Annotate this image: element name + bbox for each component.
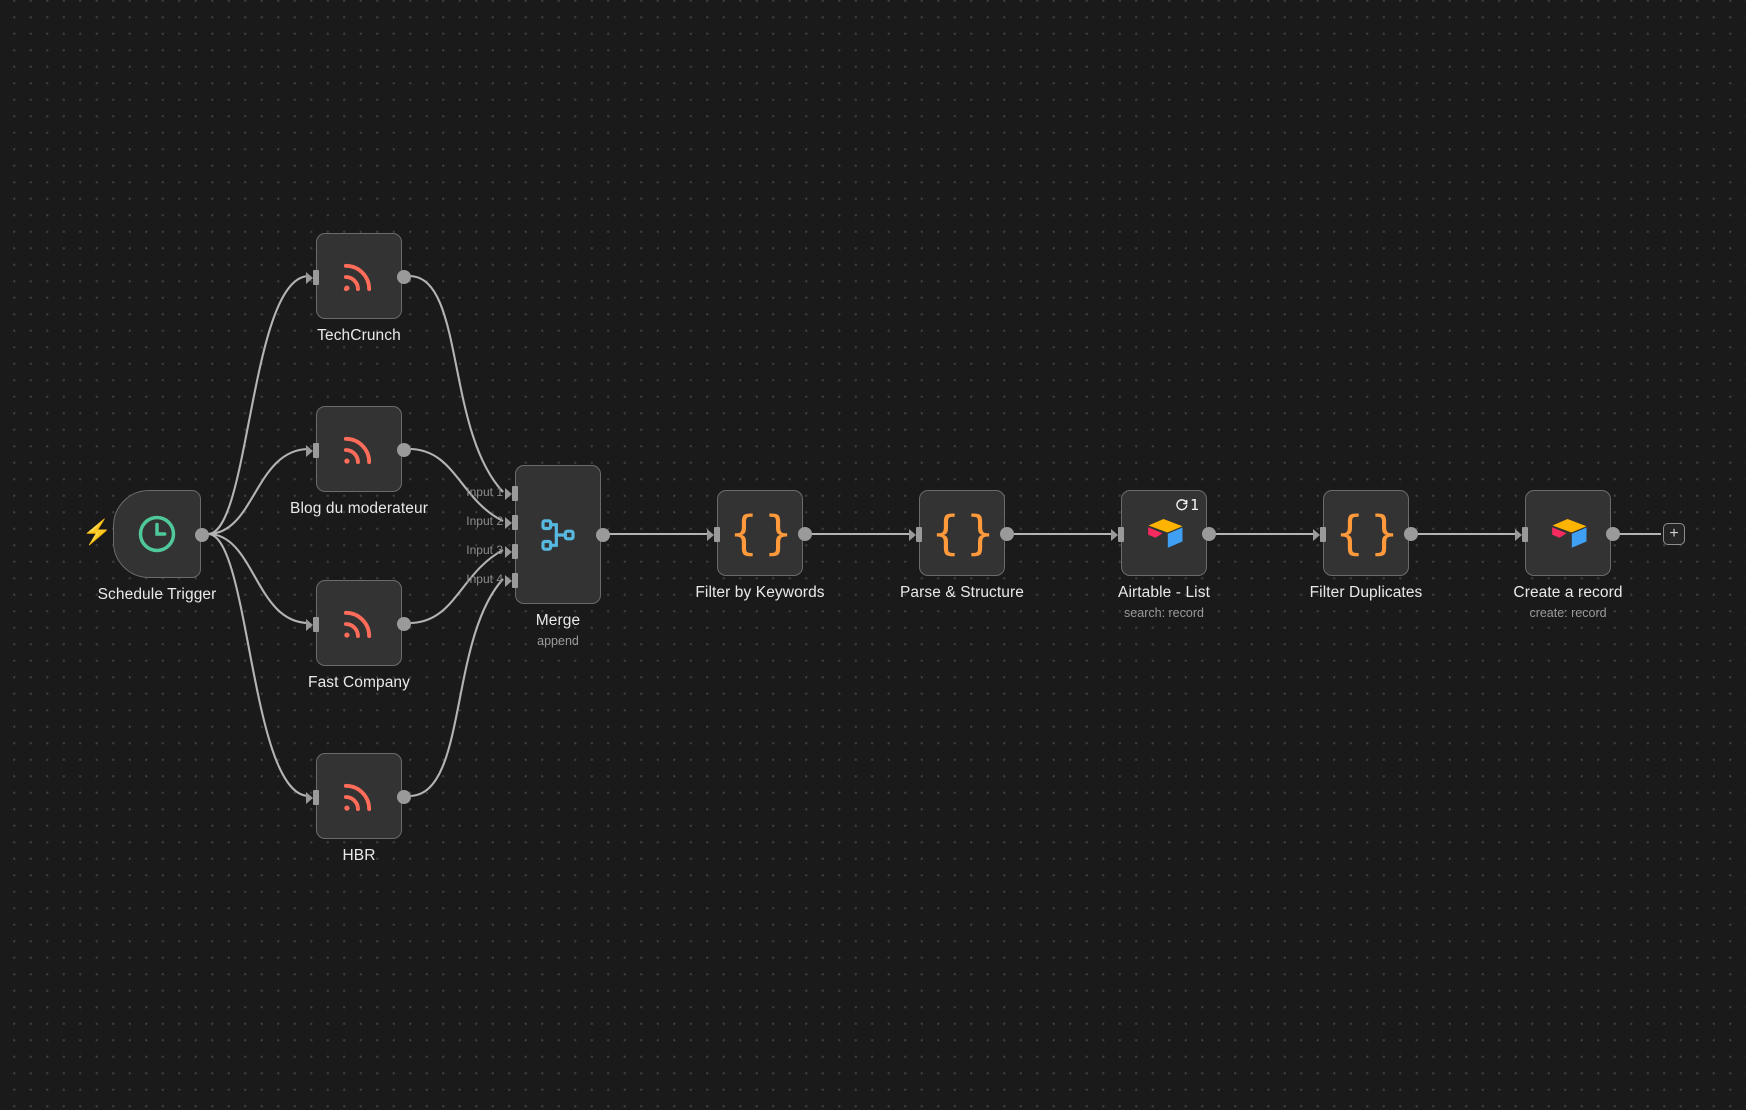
rss-icon	[317, 407, 401, 491]
output-port-create-a-record[interactable]	[1606, 527, 1620, 541]
input-port-create-a-record[interactable]	[1515, 527, 1528, 542]
airtable-icon	[1122, 491, 1206, 575]
airtable-icon	[1526, 491, 1610, 575]
input-port-airtable-list[interactable]	[1111, 527, 1124, 542]
output-port-merge[interactable]	[596, 528, 610, 542]
node-blog-du-moderateur[interactable]	[306, 406, 411, 492]
retry-icon	[1176, 498, 1188, 510]
input-port-techcrunch[interactable]	[306, 270, 319, 285]
merge-input-label-1: Input 1	[466, 485, 503, 499]
input-port-filter-by-keywords[interactable]	[707, 527, 720, 542]
code-braces-icon: { }	[1335, 506, 1399, 560]
input-port-merge-1[interactable]	[505, 486, 518, 501]
node-label-parse-and-structure: Parse & Structure	[899, 584, 1025, 601]
input-port-merge-4[interactable]	[505, 573, 518, 588]
trigger-lightning-icon: ⚡	[82, 519, 112, 546]
merge-input-label-4: Input 4	[466, 572, 503, 586]
output-port-schedule-trigger[interactable]	[195, 528, 209, 542]
output-port-parse-and-structure[interactable]	[1000, 527, 1014, 541]
code-braces-icon: { }	[729, 506, 793, 560]
input-port-merge-3[interactable]	[505, 544, 518, 559]
output-port-fast-company[interactable]	[397, 617, 411, 631]
output-port-filter-by-keywords[interactable]	[798, 527, 812, 541]
merge-icon	[516, 466, 600, 603]
retry-badge-count: 1	[1189, 496, 1199, 514]
node-label-merge: Merge	[535, 612, 581, 629]
merge-input-label-2: Input 2	[466, 514, 503, 528]
node-subtitle-airtable-list: search: record	[1124, 606, 1204, 620]
input-port-fast-company[interactable]	[306, 617, 319, 632]
node-fast-company[interactable]	[306, 580, 411, 666]
node-label-techcrunch: TechCrunch	[317, 327, 401, 344]
rss-icon	[317, 581, 401, 665]
node-label-filter-by-keywords: Filter by Keywords	[695, 584, 825, 601]
node-airtable-list[interactable]: 1	[1111, 490, 1216, 576]
node-filter-by-keywords[interactable]: { }	[707, 490, 812, 576]
node-schedule-trigger[interactable]	[113, 490, 209, 578]
clock-icon	[114, 491, 200, 577]
rss-icon	[317, 754, 401, 838]
input-port-parse-and-structure[interactable]	[909, 527, 922, 542]
node-label-hbr: HBR	[342, 847, 376, 864]
input-port-hbr[interactable]	[306, 790, 319, 805]
input-port-filter-duplicates[interactable]	[1313, 527, 1326, 542]
node-merge[interactable]	[505, 465, 610, 604]
node-subtitle-merge: append	[537, 634, 579, 648]
rss-icon	[317, 234, 401, 318]
node-label-filter-duplicates: Filter Duplicates	[1309, 584, 1423, 601]
node-label-create-a-record: Create a record	[1513, 584, 1623, 601]
output-port-hbr[interactable]	[397, 790, 411, 804]
retry-badge: 1	[1175, 496, 1199, 514]
node-hbr[interactable]	[306, 753, 411, 839]
node-label-schedule-trigger: Schedule Trigger	[97, 586, 217, 603]
output-port-filter-duplicates[interactable]	[1404, 527, 1418, 541]
node-label-airtable-list: Airtable - List	[1118, 584, 1210, 601]
node-filter-duplicates[interactable]: { }	[1313, 490, 1418, 576]
node-techcrunch[interactable]	[306, 233, 411, 319]
node-create-a-record[interactable]	[1515, 490, 1620, 576]
node-label-fast-company: Fast Company	[308, 674, 410, 691]
output-port-techcrunch[interactable]	[397, 270, 411, 284]
code-braces-icon: { }	[931, 506, 995, 560]
output-port-blog-du-moderateur[interactable]	[397, 443, 411, 457]
output-port-airtable-list[interactable]	[1202, 527, 1216, 541]
merge-input-label-3: Input 3	[466, 543, 503, 557]
node-label-blog-du-moderateur: Blog du moderateur	[290, 500, 428, 517]
add-node-button[interactable]: +	[1663, 523, 1685, 545]
node-subtitle-create-a-record: create: record	[1529, 606, 1607, 620]
input-port-blog-du-moderateur[interactable]	[306, 443, 319, 458]
input-port-merge-2[interactable]	[505, 515, 518, 530]
node-parse-and-structure[interactable]: { }	[909, 490, 1014, 576]
